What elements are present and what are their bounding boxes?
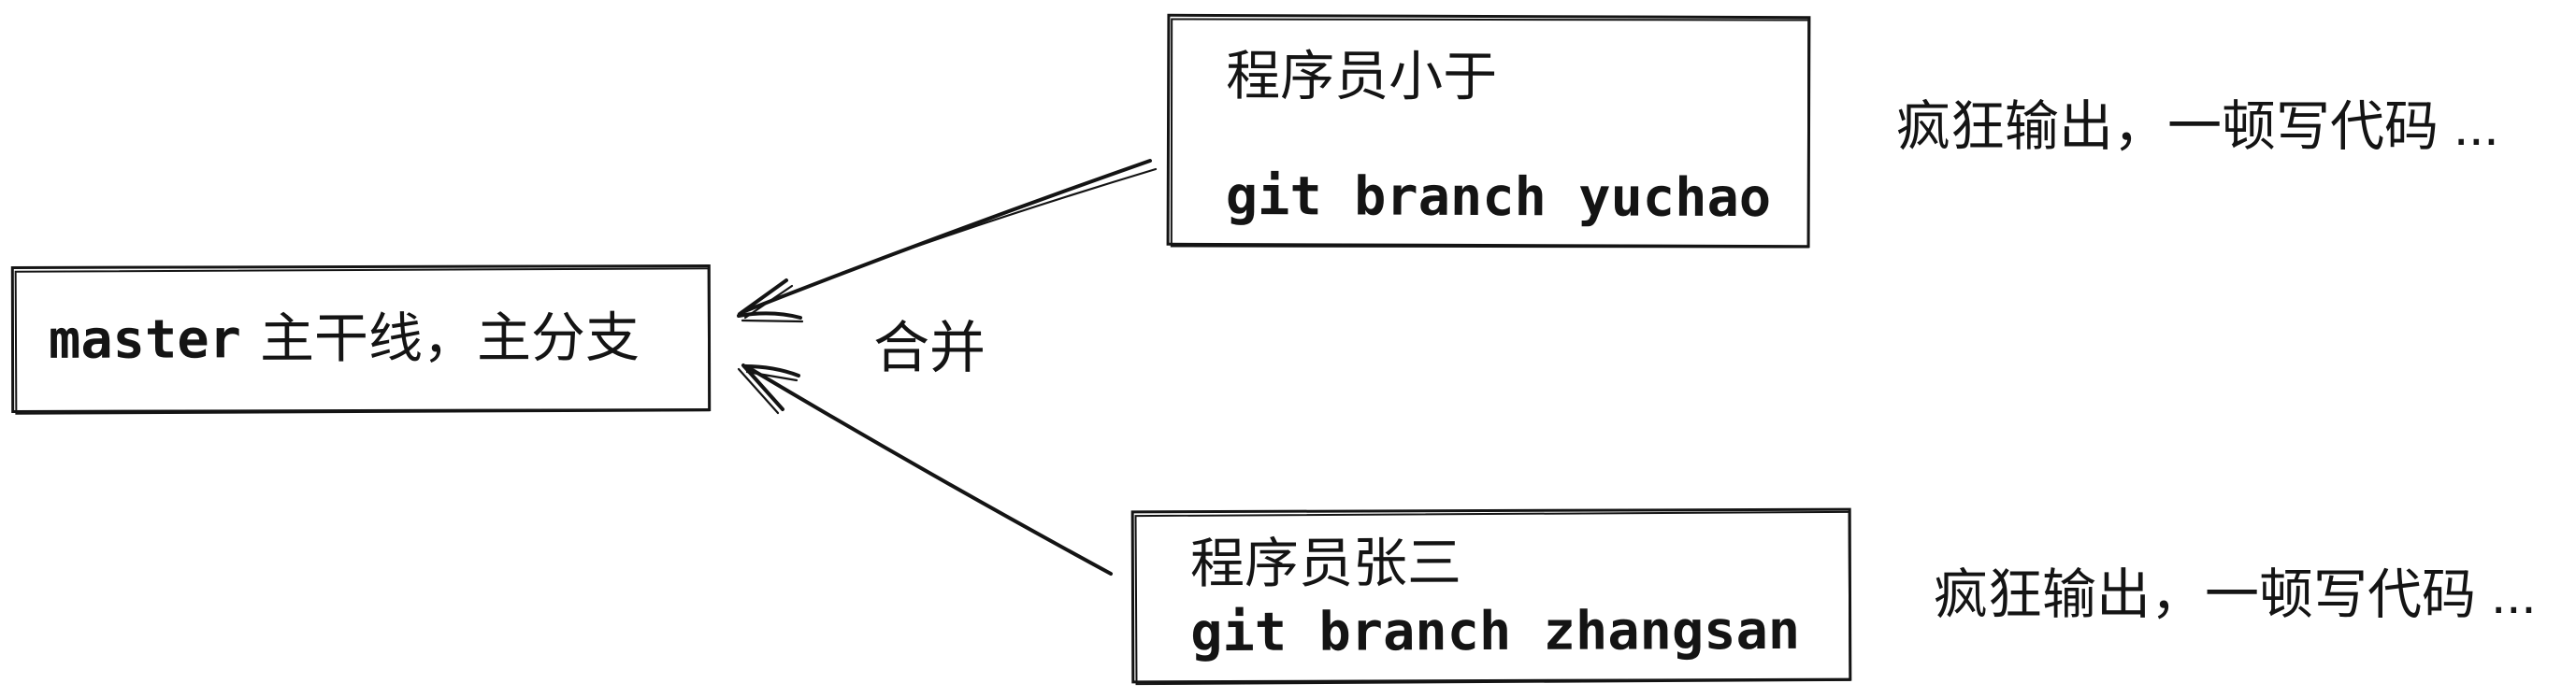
arrow-line-redraw (840, 167, 1158, 275)
merge-arrow-from-zhangsan (737, 363, 1113, 576)
master-branch-label: master 主干线，主分支 (48, 306, 640, 371)
arrowhead-stroke (742, 364, 800, 377)
arrowhead-stroke (737, 311, 802, 320)
arrowhead-stroke-redraw (737, 367, 780, 415)
merge-label: 合并 (873, 317, 986, 379)
branch-owner-label: 程序员小于 (1226, 46, 1498, 108)
arrowhead-stroke (738, 278, 788, 316)
branch-command-label: git branch zhangsan (1190, 599, 1801, 664)
branch-box-zhangsan: 程序员张三 git branch zhangsan (1130, 507, 1852, 684)
merge-arrow-from-yuchao (737, 159, 1158, 323)
note-zhangsan-coding: 疯狂输出，一顿写代码 ... (1934, 564, 2537, 625)
branch-owner-label: 程序员张三 (1189, 533, 1462, 595)
master-branch-name: master (48, 307, 241, 371)
arrowhead-stroke-redraw (745, 370, 799, 382)
arrowhead-stroke-redraw (743, 284, 794, 320)
arrowhead-stroke (741, 363, 784, 411)
master-branch-description: 主干线，主分支 (259, 306, 640, 369)
arrow-line (744, 364, 1113, 576)
master-branch-box: master 主干线，主分支 (10, 264, 712, 413)
branch-command-label: git branch yuchao (1225, 165, 1772, 230)
arrow-line (741, 159, 1152, 314)
branch-box-yuchao: 程序员小于 git branch yuchao (1166, 13, 1811, 249)
note-yuchao-coding: 疯狂输出，一顿写代码 ... (1896, 96, 2499, 157)
